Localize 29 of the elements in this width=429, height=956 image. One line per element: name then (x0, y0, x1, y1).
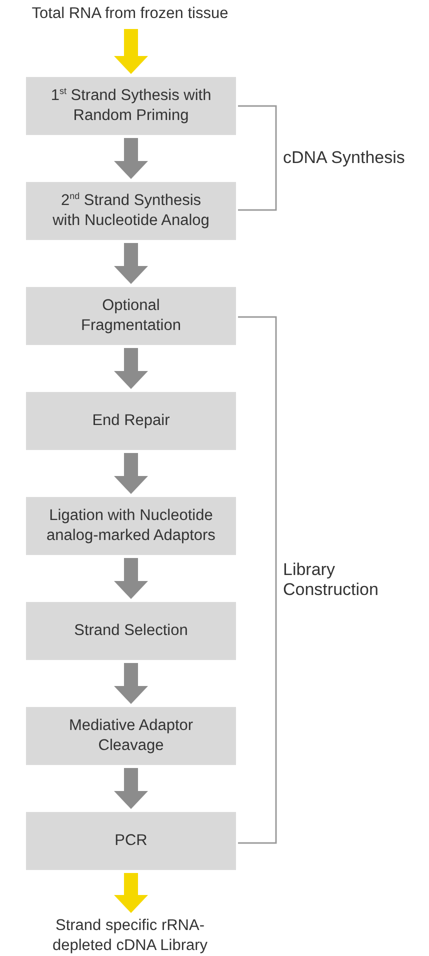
process-box (26, 77, 236, 135)
step-text: Strand Selection (74, 621, 188, 641)
step-text: 1$^{st}$ Strand Sythesis with Random Priming (50, 86, 212, 126)
step-text: Ligation with Nucleotide analog-marked Adaptors (46, 506, 216, 546)
arrow (114, 453, 148, 494)
arrow (114, 243, 148, 284)
process-box (26, 182, 236, 240)
arrow (114, 558, 148, 599)
process-box (26, 392, 236, 450)
stage-label: cDNA Synthesis (283, 148, 406, 168)
step-text: PCR (114, 831, 148, 851)
arrow (114, 663, 148, 704)
flow-text: Strand specific rRNA-depleted cDNA Library (51, 916, 209, 956)
flow-text: Total RNA from frozen tissue (32, 4, 228, 24)
arrow (114, 348, 148, 389)
stage-label: Library Construction (283, 560, 380, 600)
step-text: Mediative Adaptor Cleavage (68, 716, 194, 756)
step-text: End Repair (92, 411, 170, 431)
process-box (26, 602, 236, 660)
process-box (26, 497, 236, 555)
arrow (114, 873, 148, 913)
process-box (26, 287, 236, 345)
process-box (26, 812, 236, 870)
step-text: 2$^{nd}$ Strand Synthesis with Nucleotide Analog (52, 191, 210, 231)
arrow (114, 768, 148, 809)
step-text: Optional Fragmentation (80, 296, 182, 336)
process-box (26, 707, 236, 765)
arrow (114, 138, 148, 179)
arrow (114, 29, 148, 74)
